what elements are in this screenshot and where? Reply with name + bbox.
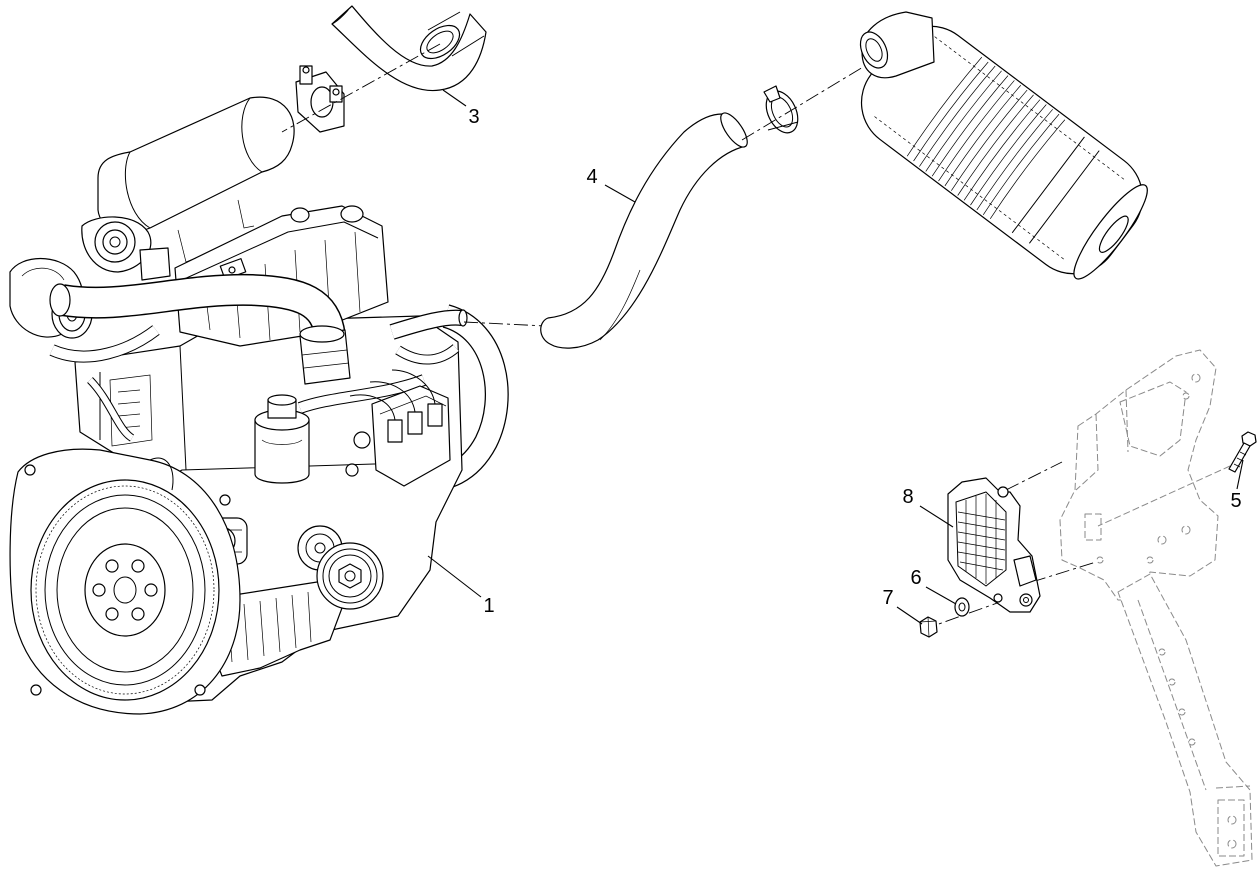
leader-line-7	[896, 606, 923, 625]
callout-6: 6	[910, 567, 921, 589]
air-cleaner-inlet	[859, 11, 935, 79]
hose-clamp	[763, 85, 799, 134]
intake-connector	[299, 325, 351, 385]
engine-assembly	[9, 96, 547, 715]
bolt	[1228, 431, 1257, 473]
crankshaft-pulley	[316, 542, 384, 610]
callout-3: 3	[468, 106, 479, 128]
exhaust-pipe	[331, 5, 487, 92]
engine-intake-hose	[49, 273, 346, 339]
washer	[954, 597, 970, 617]
callout-7: 7	[882, 587, 893, 609]
injection-pump	[345, 369, 451, 487]
flywheel	[30, 479, 220, 701]
engine-small-hoses	[49, 325, 460, 442]
leader-line-4	[604, 184, 636, 203]
leader-line-1	[427, 555, 482, 598]
fuel-filter	[254, 394, 310, 484]
oil-filler-cap	[340, 205, 364, 223]
callout-4: 4	[586, 166, 597, 188]
callouts: 3 4 1 8 6 7 5	[427, 89, 1244, 625]
turbocharger	[9, 216, 171, 339]
control-module	[947, 477, 1041, 613]
air-cleaner	[859, 11, 1148, 280]
leader-line-5	[1236, 459, 1244, 490]
leader-line-3	[442, 89, 467, 107]
exhaust-pipe-clamp	[295, 65, 345, 133]
callout-5: 5	[1230, 490, 1241, 512]
intake-hose	[540, 112, 748, 349]
leader-line-6	[925, 586, 957, 605]
nut	[919, 616, 938, 638]
callout-8: 8	[902, 486, 913, 508]
callout-1: 1	[483, 595, 494, 617]
leader-line-8	[919, 505, 954, 528]
mounting-bracket	[1059, 349, 1253, 867]
